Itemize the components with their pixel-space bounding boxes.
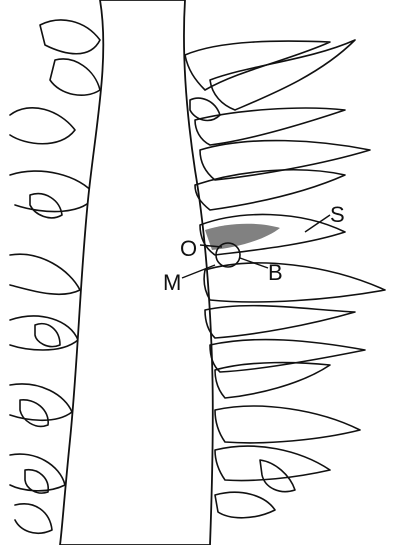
label-b: B xyxy=(268,260,283,285)
label-o: O xyxy=(180,236,197,261)
right-parapodia xyxy=(185,40,385,518)
label-s: S xyxy=(330,202,345,227)
label-m: M xyxy=(163,270,181,295)
body-axis xyxy=(60,0,213,545)
